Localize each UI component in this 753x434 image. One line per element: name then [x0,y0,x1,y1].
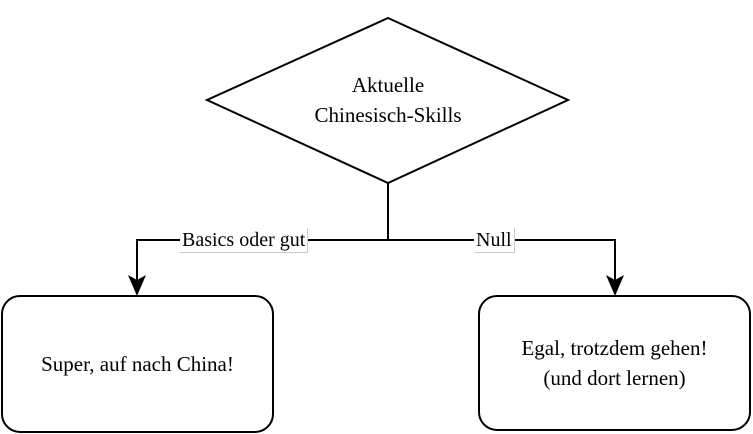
right-node-line2: (und dort lernen) [543,366,686,390]
left-node-box [1,295,274,433]
edge-right [388,239,616,282]
decision-text: Aktuelle Chinesisch-Skills [250,58,526,142]
right-node-text: Egal, trotzdem gehen! (und dort lernen) [479,296,750,430]
edge-label-null: Null [474,228,515,253]
right-node-box [478,295,751,431]
left-node-text: Super, auf nach China! [2,296,273,432]
arrowhead-left [128,275,146,296]
left-node-label: Super, auf nach China! [41,352,234,376]
edge-label-basics: Basics oder gut [180,228,309,253]
right-node-line1: Egal, trotzdem gehen! [521,336,708,360]
decision-line1: Aktuelle [351,73,425,97]
arrowhead-right [606,275,624,296]
decision-line2: Chinesisch-Skills [314,103,462,127]
